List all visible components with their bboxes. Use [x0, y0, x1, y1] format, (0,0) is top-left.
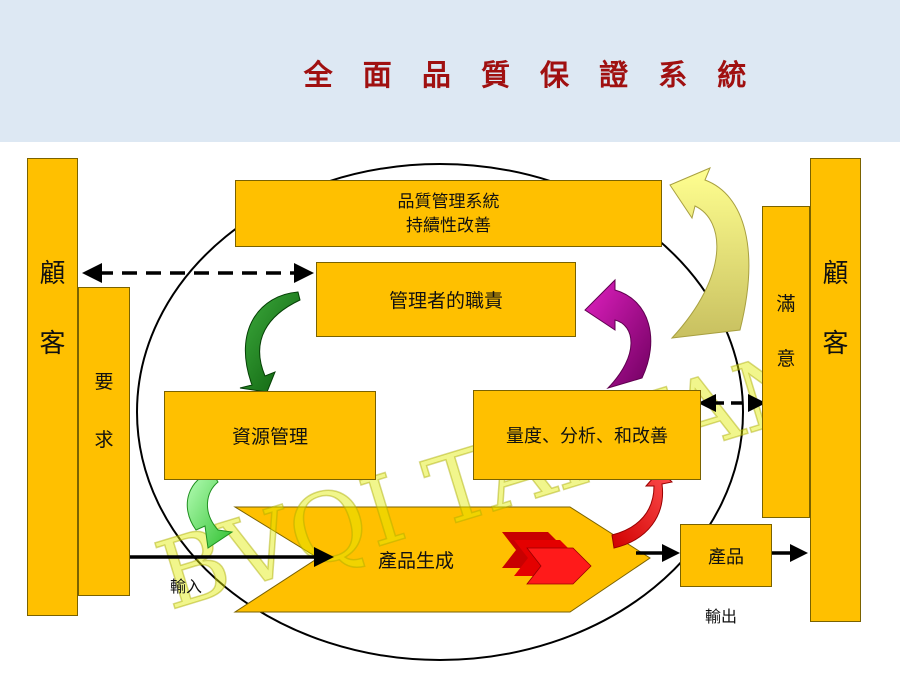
- dashed-arrow-left: [82, 263, 314, 283]
- management-label: 管理者的職責: [388, 290, 503, 312]
- left-customer-char-2: 客: [39, 329, 66, 359]
- left-customer-bar: 顧 客: [27, 158, 78, 616]
- requirement-char-2: 求: [94, 429, 114, 451]
- management-box: 管理者的職責: [316, 262, 576, 337]
- satisfaction-bar: 滿 意: [762, 206, 810, 518]
- red-chevrons: [502, 532, 592, 585]
- requirement-bar: 要 求: [78, 287, 130, 596]
- right-customer-char-2: 客: [822, 329, 849, 359]
- header-band: [0, 0, 900, 142]
- page-title: 全 面 品 質 保 證 系 統: [303, 58, 757, 92]
- yellow-curved-arrow: [669, 167, 750, 339]
- resources-box: 資源管理: [164, 391, 376, 480]
- process-ellipse: [136, 163, 744, 661]
- green-curved-arrow: [239, 291, 301, 393]
- left-customer-char-1: 顧: [39, 259, 66, 289]
- qms-box: 品質管理系統 持續性改善: [235, 180, 662, 247]
- product-realization-label: 產品生成: [378, 550, 455, 572]
- output-arrow: [772, 544, 808, 562]
- input-label: 輸入: [170, 577, 203, 596]
- input-arrow: [130, 547, 334, 567]
- resources-label: 資源管理: [231, 426, 308, 448]
- requirement-char-1: 要: [94, 371, 114, 393]
- magenta-curved-arrow: [584, 278, 652, 390]
- realization-to-product-arrow: [636, 544, 680, 562]
- product-box: 產品: [680, 524, 772, 587]
- product-label: 產品: [708, 546, 744, 568]
- qms-line-1: 品質管理系統: [397, 191, 500, 212]
- dashed-arrow-right: [698, 394, 766, 412]
- satisfaction-char-1: 滿: [776, 293, 796, 315]
- right-customer-bar: 顧 客: [810, 158, 861, 622]
- measurement-label: 量度、分析、和改善: [506, 426, 668, 447]
- lightgreen-curved-arrow: [186, 471, 234, 549]
- qms-line-2: 持續性改善: [406, 215, 491, 236]
- right-customer-char-1: 顧: [822, 259, 849, 289]
- satisfaction-char-2: 意: [776, 348, 796, 370]
- measurement-box: 量度、分析、和改善: [473, 390, 701, 480]
- output-label: 輸出: [705, 607, 738, 626]
